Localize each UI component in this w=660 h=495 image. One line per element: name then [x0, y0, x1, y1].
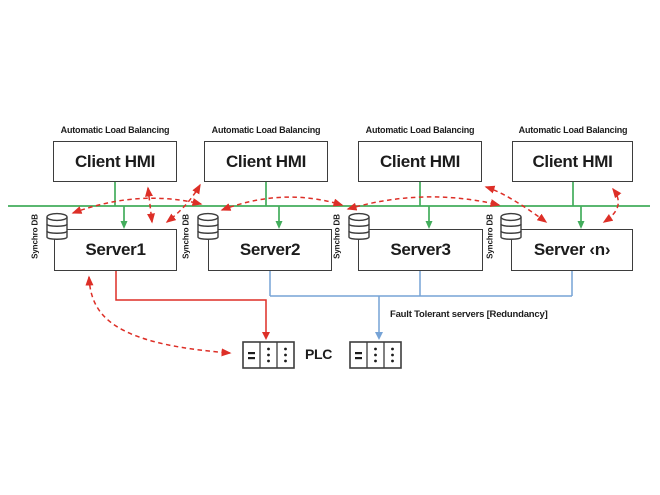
- server-3-box: Server3: [358, 229, 483, 271]
- load-balancing-label: Automatic Load Balancing: [60, 125, 170, 135]
- client-hmi-2-label: Client HMI: [225, 151, 307, 171]
- network-bus-line: [8, 182, 650, 222]
- server1-to-plc-line: [115, 271, 267, 332]
- plc-redundant-icon: [349, 341, 402, 369]
- load-balancing-arrows: [71, 183, 622, 357]
- synchro-db-1-label: Synchro DB: [30, 214, 40, 259]
- load-balancing-label: Automatic Load Balancing: [518, 125, 628, 135]
- database-icon: [197, 212, 219, 240]
- client-hmi-1-box: Client HMI: [53, 141, 177, 182]
- load-balancing-label: Automatic Load Balancing: [365, 125, 475, 135]
- plc-primary-icon: [242, 341, 295, 369]
- plc-label: PLC: [305, 346, 333, 362]
- synchro-db-4-label: Synchro DB: [485, 214, 495, 259]
- bus-to-server-arrowheads: [120, 221, 585, 229]
- server-3-label: Server3: [390, 240, 451, 259]
- client-hmi-4-box: Client HMI: [512, 141, 633, 182]
- database-icon: [348, 212, 370, 240]
- client-hmi-1-label: Client HMI: [74, 151, 156, 171]
- server-n-box: Server ‹n›: [511, 229, 633, 271]
- server-1-label: Server1: [85, 240, 146, 259]
- fault-tolerant-lines: [269, 271, 573, 332]
- server-2-label: Server2: [239, 240, 301, 259]
- client-hmi-2-box: Client HMI: [204, 141, 328, 182]
- synchro-db-2-label: Synchro DB: [181, 214, 191, 259]
- load-balancing-label: Automatic Load Balancing: [211, 125, 321, 135]
- client-hmi-4-label: Client HMI: [532, 151, 613, 171]
- database-icon: [46, 212, 68, 240]
- redundant-plc-arrowhead: [375, 332, 383, 340]
- server-n-label: Server ‹n›: [533, 240, 611, 259]
- fault-tolerant-label: Fault Tolerant servers [Redundancy]: [390, 309, 548, 320]
- client-hmi-3-label: Client HMI: [379, 151, 461, 171]
- synchro-db-3-label: Synchro DB: [332, 214, 342, 259]
- server-1-box: Server1: [54, 229, 177, 271]
- client-hmi-3-box: Client HMI: [358, 141, 482, 182]
- server-2-box: Server2: [208, 229, 332, 271]
- database-icon: [500, 212, 522, 240]
- server1-to-plc-arrowhead: [262, 332, 270, 340]
